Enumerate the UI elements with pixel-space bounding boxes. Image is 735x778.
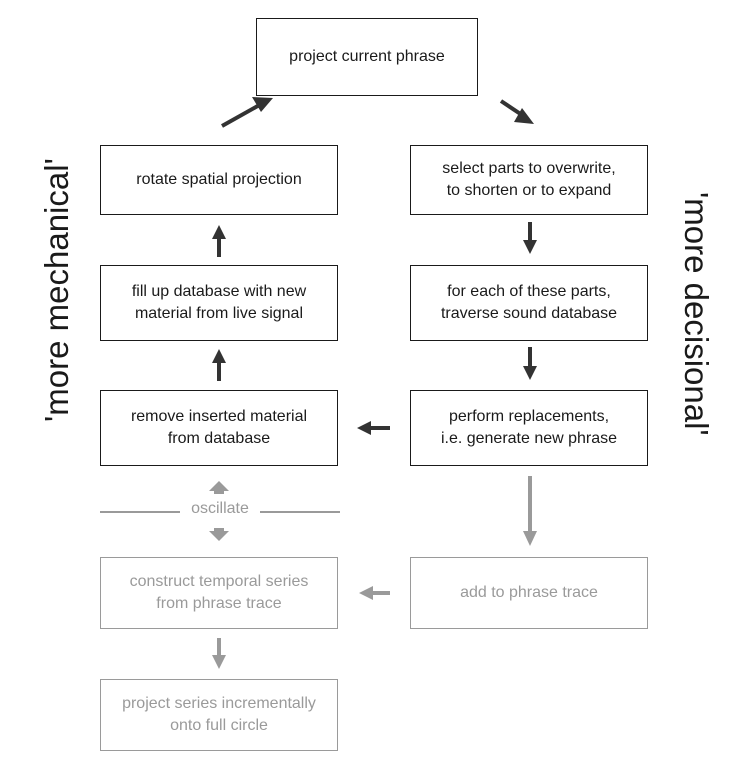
box-label: for each of these parts, traverse sound … xyxy=(440,283,618,322)
project-current-phrase-box: project current phrase xyxy=(256,18,478,96)
box-label: project series incrementally onto full c… xyxy=(122,695,316,734)
oscillate-label: oscillate xyxy=(191,500,249,517)
box-label: construct temporal series from phrase tr… xyxy=(129,573,309,612)
box-label: perform replacements, i.e. generate new … xyxy=(440,408,618,447)
perform-replacements-box: perform replacements, i.e. generate new … xyxy=(410,390,648,466)
remove-material-box: remove inserted material from database xyxy=(100,390,338,466)
box-label: add to phrase trace xyxy=(460,584,598,602)
oscillate-line-left xyxy=(100,511,180,513)
arrow-up-left-1 xyxy=(212,225,226,257)
select-parts-box: select parts to overwrite, to shorten or… xyxy=(410,145,648,215)
oscillate-down-arrow xyxy=(209,528,229,541)
rotate-spatial-projection-box: rotate spatial projection xyxy=(100,145,338,215)
arrow-to-select-parts xyxy=(499,99,534,124)
box-label: select parts to overwrite, to shorten or… xyxy=(442,160,616,199)
arrow-down-right-2 xyxy=(523,347,537,380)
box-label: remove inserted material from database xyxy=(130,408,308,447)
oscillate-line-right xyxy=(260,511,340,513)
box-label: rotate spatial projection xyxy=(136,171,302,189)
arrow-down-right-1 xyxy=(523,222,537,254)
box-label: fill up database with new material from … xyxy=(131,283,307,322)
arrow-down-to-project-series xyxy=(212,638,226,669)
traverse-database-box: for each of these parts, traverse sound … xyxy=(410,265,648,341)
oscillate-up-arrow xyxy=(209,481,229,494)
arrow-down-to-trace xyxy=(523,476,537,546)
project-series-box: project series incrementally onto full c… xyxy=(100,679,338,751)
arrow-left-to-construct xyxy=(359,586,390,600)
arrow-up-left-2 xyxy=(212,349,226,381)
box-label: project current phrase xyxy=(289,48,445,66)
add-phrase-trace-box: add to phrase trace xyxy=(410,557,648,629)
arrow-left-to-remove xyxy=(357,421,390,435)
construct-series-box: construct temporal series from phrase tr… xyxy=(100,557,338,629)
arrow-to-top xyxy=(221,97,273,128)
fill-database-box: fill up database with new material from … xyxy=(100,265,338,341)
